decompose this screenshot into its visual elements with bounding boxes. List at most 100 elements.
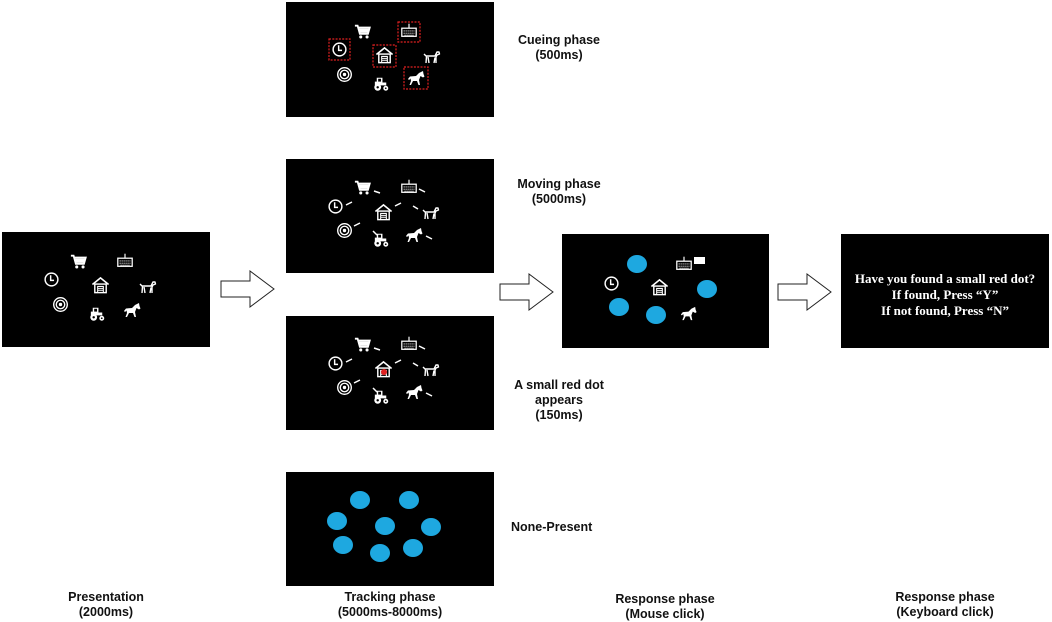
moving-label: Moving phase (5000ms) [509,177,609,207]
motion-dash [373,190,381,194]
label-line: appears [535,393,583,407]
red-dot-label: A small red dot appears (150ms) [499,378,619,423]
clock-icon [44,272,59,287]
label-line: (5000ms) [531,192,587,206]
tractor-icon [90,307,105,321]
motion-dash [425,392,433,397]
motion-dash [353,222,361,227]
response-mouse-label: Response phase (Mouse click) [605,592,725,622]
horse-icon [680,306,697,321]
label-line: (Mouse click) [625,607,705,621]
response-mouse-panel [562,234,769,348]
label-line: A small red dot [514,378,604,392]
house-icon [650,279,669,296]
house-icon [374,204,393,221]
motion-dash [412,362,419,367]
motion-dash [345,358,353,363]
motion-dash [373,347,381,351]
house-icon [375,47,394,64]
mask-disc [609,298,629,316]
motion-dash [418,345,426,350]
cart-icon [354,180,371,196]
label-line: (Keyboard click) [896,605,994,619]
question-line: If not found, Press “N” [881,303,1009,318]
label-line: Moving phase [517,177,601,191]
dog-icon [139,281,157,294]
label-line: Response phase [615,592,715,606]
response-keyboard-label: Response phase (Keyboard click) [880,590,1010,620]
cue-box [403,66,429,90]
response-question: Have you found a small red dot? If found… [841,271,1049,319]
label-line: Presentation [68,590,144,604]
target-icon [53,297,68,312]
keyboard-cue-tag [694,257,705,264]
tractor-icon [374,77,389,91]
red-dot [381,369,387,375]
motion-dash [372,230,378,236]
mask-disc [333,536,353,554]
tractor-icon [374,390,389,404]
mask-disc [370,544,390,562]
dog-icon [423,51,441,64]
label-line: (150ms) [535,408,583,422]
label-line: Tracking phase [344,590,436,604]
keyboard-icon [676,256,692,270]
dog-icon [422,207,440,220]
mask-disc [421,518,441,536]
motion-dash [394,202,402,207]
clock-icon [328,199,343,214]
mask-disc [646,306,666,324]
none-present-label: None-Present [499,520,621,535]
presentation-label: Presentation (2000ms) [56,590,156,620]
cue-box [372,44,397,68]
moving-panel [286,159,494,273]
cueing-label: Cueing phase (500ms) [509,33,609,63]
response-keyboard-panel: Have you found a small red dot? If found… [841,234,1049,348]
label-line: (5000ms-8000ms) [337,605,443,619]
horse-icon [406,228,423,242]
mask-disc [403,539,423,557]
house-icon [91,277,110,294]
none-present-panel [286,472,494,586]
mask-disc [350,491,370,509]
tracking-label: Tracking phase (5000ms-8000ms) [325,590,455,620]
question-line: If found, Press “Y” [891,287,999,302]
label-line: (2000ms) [78,605,134,619]
question-line: Have you found a small red dot? [854,271,1036,286]
motion-dash [425,235,433,240]
keyboard-icon [117,253,133,267]
motion-dash [345,201,353,206]
label-line: None-Present [511,520,593,534]
right-arrow [499,273,554,311]
motion-dash [418,188,426,193]
mask-disc [327,512,347,530]
cue-box [397,21,421,43]
tractor-icon [374,233,389,247]
target-icon [337,380,352,395]
motion-dash [353,379,361,384]
mask-disc [697,280,717,298]
motion-dash [394,359,402,364]
cue-box [328,38,351,61]
cart-icon [354,337,371,353]
clock-icon [604,276,619,291]
cart-icon [354,24,371,40]
right-arrow [777,273,832,311]
label-line: Cueing phase [518,33,600,47]
horse-icon [124,303,141,317]
motion-dash [372,387,378,393]
cart-icon [70,254,87,270]
cueing-panel [286,2,494,117]
dog-icon [422,364,440,377]
red-dot-panel [286,316,494,430]
target-icon [337,67,352,82]
motion-dash [412,205,419,210]
mask-disc [375,517,395,535]
label-line: Response phase [895,590,995,604]
presentation-panel [2,232,210,347]
target-icon [337,223,352,238]
keyboard-icon [401,179,417,193]
horse-icon [406,385,423,399]
label-line: (500ms) [535,48,583,62]
clock-icon [328,356,343,371]
